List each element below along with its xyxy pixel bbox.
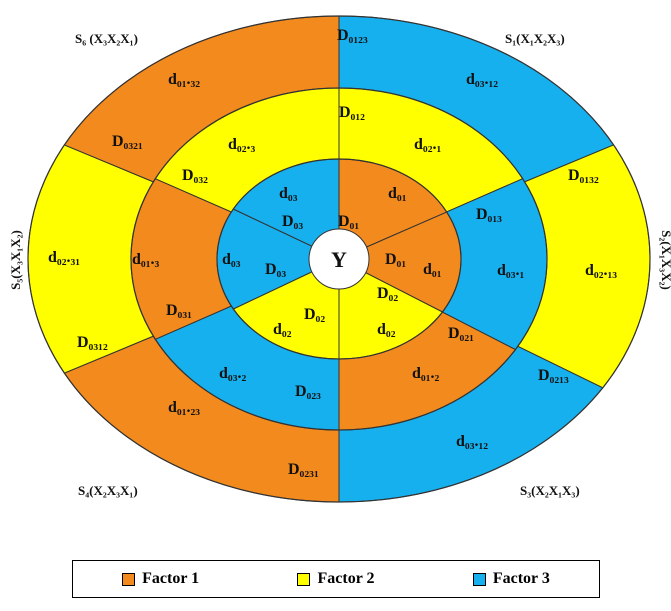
label-D02-right: D₀₂ (377, 285, 398, 302)
label-D031: D₀₃₁ (166, 302, 192, 319)
label-D01-right: D₀₁ (385, 251, 406, 268)
label-d02-31: d₀₂.₃₁ (48, 249, 80, 266)
label-d02-right: d₀₂ (377, 321, 396, 338)
label-d01-23: d₀₁.₂₃ (168, 399, 200, 416)
label-d01-right: d₀₁ (423, 261, 442, 278)
label-D013: D₀₁₃ (476, 206, 502, 223)
label-D0321: D₀₃₂₁ (112, 133, 143, 150)
label-d02-1: d₀₂.₁ (414, 136, 441, 153)
legend-item-factor-3: Factor 3 (472, 570, 550, 588)
label-d02-13: d₀₂.₁₃ (585, 262, 617, 279)
legend: Factor 1 Factor 2 Factor 3 (72, 560, 600, 598)
label-s2: S₂(X₁X₃X₂) (659, 230, 671, 290)
label-D0123: D₀₁₂₃ (337, 27, 368, 44)
label-d03-1: d₀₃.₁ (497, 262, 524, 279)
label-d03-12-top: d₀₃.₁₂ (466, 71, 498, 88)
label-d03-2: d₀₃.₂ (219, 365, 246, 382)
label-s3: S₃(X₂X₁X₃) (520, 483, 580, 498)
legend-item-factor-1: Factor 1 (122, 570, 199, 588)
legend-item-factor-2: Factor 2 (297, 570, 375, 588)
label-D02-bottom: D₀₂ (304, 306, 325, 323)
label-s4: S₄(X₂X₃X₁) (78, 483, 138, 498)
legend-swatch-factor-1 (122, 572, 136, 586)
label-d01-2: d₀₁.₂ (412, 365, 439, 382)
legend-swatch-factor-3 (472, 572, 486, 586)
label-d02-3: d₀₂.₃ (228, 136, 255, 153)
label-D021: D₀₂₁ (448, 325, 474, 342)
outer-ring-outline (27, 15, 651, 503)
label-D0312: D₀₃₁₂ (77, 334, 108, 351)
label-D0231: D₀₂₃₁ (288, 461, 319, 478)
label-D0132: D₀₁₃₂ (568, 167, 599, 184)
label-D032: D₀₃₂ (182, 167, 208, 184)
label-d01-32: d₀₁.₃₂ (168, 71, 200, 88)
label-D03-top: D₀₃ (282, 213, 303, 230)
label-d03-12-bottom: d₀₃.₁₂ (456, 433, 488, 450)
label-s1: S₁(X₁X₂X₃) (505, 31, 565, 46)
legend-swatch-factor-2 (297, 572, 311, 586)
middle-ring-outline (130, 87, 548, 431)
inner-ring-outline (216, 158, 462, 360)
center-node (308, 228, 370, 290)
label-D0213: D₀₂₁₃ (538, 367, 569, 384)
label-d01-3: d₀₁.₃ (132, 251, 159, 268)
label-s6: S₆ (X₃X₂X₁) (75, 31, 138, 46)
legend-label-factor-3: Factor 3 (492, 570, 550, 587)
label-D01-top: D₀₁ (338, 213, 359, 230)
label-d03-top: d₀₃ (279, 185, 298, 202)
label-D012: D₀₁₂ (339, 104, 365, 121)
legend-label-factor-1: Factor 1 (142, 570, 200, 587)
legend-label-factor-2: Factor 2 (317, 570, 375, 587)
label-d03-left: d₀₃ (222, 251, 241, 268)
label-d01-top: d₀₁ (388, 185, 407, 202)
label-s5: S₅(X₃X₁X₂) (8, 230, 23, 290)
label-D023: D₀₂₃ (295, 383, 321, 400)
label-d02-left: d₀₂ (273, 321, 292, 338)
center-label: Y (331, 247, 347, 272)
label-D03-left: D₀₃ (265, 261, 286, 278)
ring-sectors (27, 15, 651, 503)
